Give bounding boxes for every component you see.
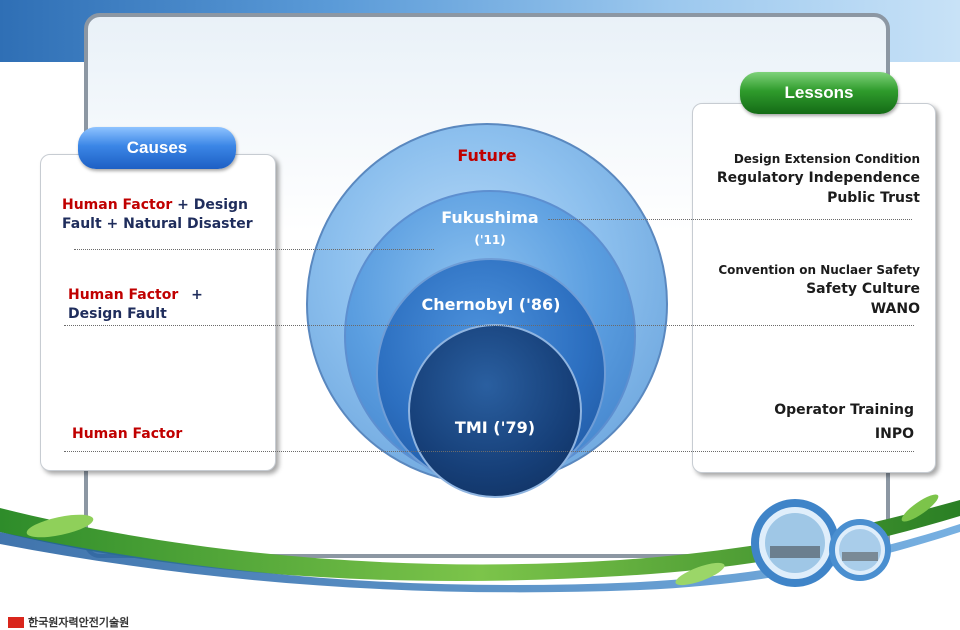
connector-line-1-right xyxy=(548,219,912,220)
lesson-group-1: Design Extension Condition Regulatory In… xyxy=(717,151,920,208)
lesson-1b: Regulatory Independence xyxy=(716,170,920,186)
lessons-label: Lessons xyxy=(740,72,898,114)
fukushima-label: Fukushima xyxy=(441,208,539,227)
cause-row-1-design: + Design xyxy=(172,197,248,213)
future-label: Future xyxy=(457,146,517,165)
lesson-3b: INPO xyxy=(874,426,914,442)
tmi-label: TMI ('79) xyxy=(454,418,536,437)
circle-tmi xyxy=(408,324,582,498)
lesson-2b: Safety Culture xyxy=(806,281,920,297)
cause-row-2-human: Human Factor xyxy=(68,287,179,303)
lesson-group-2: Convention on Nuclaer Safety Safety Cult… xyxy=(718,262,920,319)
org-name: 한국원자력안전기술원 xyxy=(28,616,130,629)
causes-panel xyxy=(40,154,276,471)
cause-row-2-plus: + xyxy=(191,287,203,303)
cause-row-1-line2: Fault + Natural Disaster xyxy=(62,216,253,232)
lesson-2c: WANO xyxy=(870,301,920,317)
connector-line-2 xyxy=(64,325,914,326)
org-logo-mark xyxy=(8,617,24,628)
fukushima-year: ('11) xyxy=(474,233,506,247)
leaf-swoosh-decoration xyxy=(0,494,960,593)
chernobyl-label: Chernobyl ('86) xyxy=(421,295,561,314)
cause-row-1-human: Human Factor xyxy=(62,197,173,213)
cause-row-3: Human Factor xyxy=(72,426,183,442)
lesson-1a: Design Extension Condition xyxy=(733,152,920,166)
lesson-group-3: Operator Training INPO xyxy=(774,396,914,444)
lessons-panel xyxy=(692,103,936,473)
lesson-3a: Operator Training xyxy=(774,402,914,418)
connector-line-3 xyxy=(64,451,914,452)
cause-row-2-line2: Design Fault xyxy=(68,306,167,322)
cause-row-2: Human Factor + Design Fault xyxy=(68,286,203,324)
lesson-1c: Public Trust xyxy=(827,190,920,206)
lesson-2a: Convention on Nuclaer Safety xyxy=(718,263,920,277)
cause-row-1: Human Factor + Design Fault + Natural Di… xyxy=(62,196,253,234)
connector-line-1-left xyxy=(74,249,434,250)
causes-label: Causes xyxy=(78,127,236,169)
